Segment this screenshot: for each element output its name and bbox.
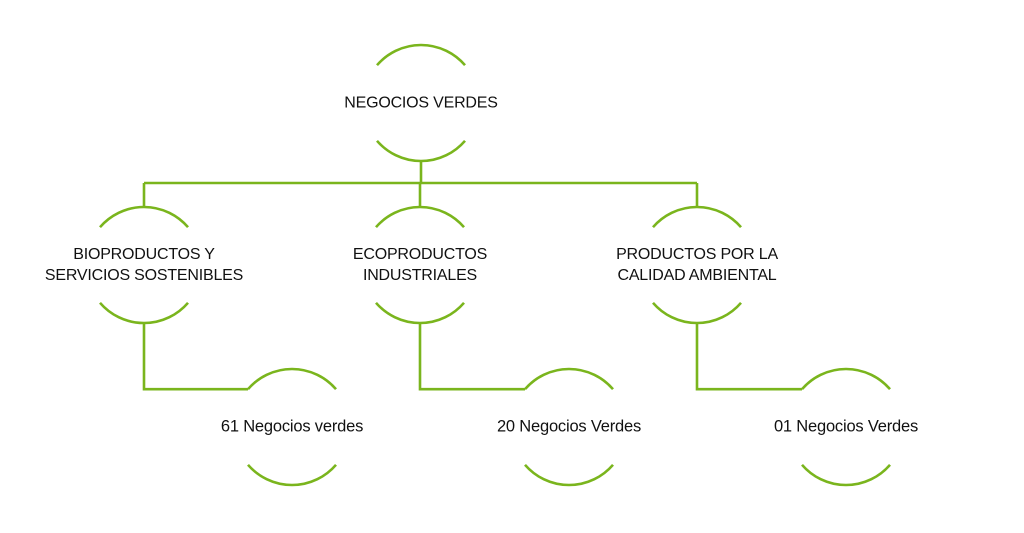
connectors (142, 161, 802, 391)
node-bottom-arc (652, 301, 742, 325)
node-top-arc (375, 205, 465, 229)
child-connector (142, 323, 248, 391)
child-node (801, 367, 891, 487)
node-bottom-arc (524, 463, 614, 487)
node-bottom-arc (801, 463, 891, 487)
node-bottom-arc (375, 301, 465, 325)
node-top-arc (247, 367, 337, 391)
category-node (375, 205, 465, 325)
node-bottom-arc (376, 139, 466, 163)
child-connector (695, 323, 802, 391)
category-node (99, 205, 189, 325)
child-node-label: 61 Negocios verdes (220, 417, 364, 436)
child-node (524, 367, 614, 487)
child-connector (418, 323, 525, 391)
node-top-arc (524, 367, 614, 391)
child-node-label: 20 Negocios Verdes (496, 417, 642, 436)
category-node-label: BIOPRODUCTOS Y SERVICIOS SOSTENIBLES (44, 246, 244, 284)
root-node (376, 43, 466, 163)
child-node (247, 367, 337, 487)
root-node-label: NEGOCIOS VERDES (344, 94, 498, 112)
node-top-arc (652, 205, 742, 229)
category-node-label: PRODUCTOS POR LA CALIDAD AMBIENTAL (616, 246, 778, 284)
node-bottom-arc (247, 463, 337, 487)
node-bottom-arc (99, 301, 189, 325)
node-top-arc (99, 205, 189, 229)
nodes (99, 43, 891, 487)
category-node-label: ECOPRODUCTOS INDUSTRIALES (352, 246, 488, 284)
child-node-label: 01 Negocios Verdes (773, 417, 919, 436)
category-node (652, 205, 742, 325)
node-top-arc (801, 367, 891, 391)
node-top-arc (376, 43, 466, 67)
